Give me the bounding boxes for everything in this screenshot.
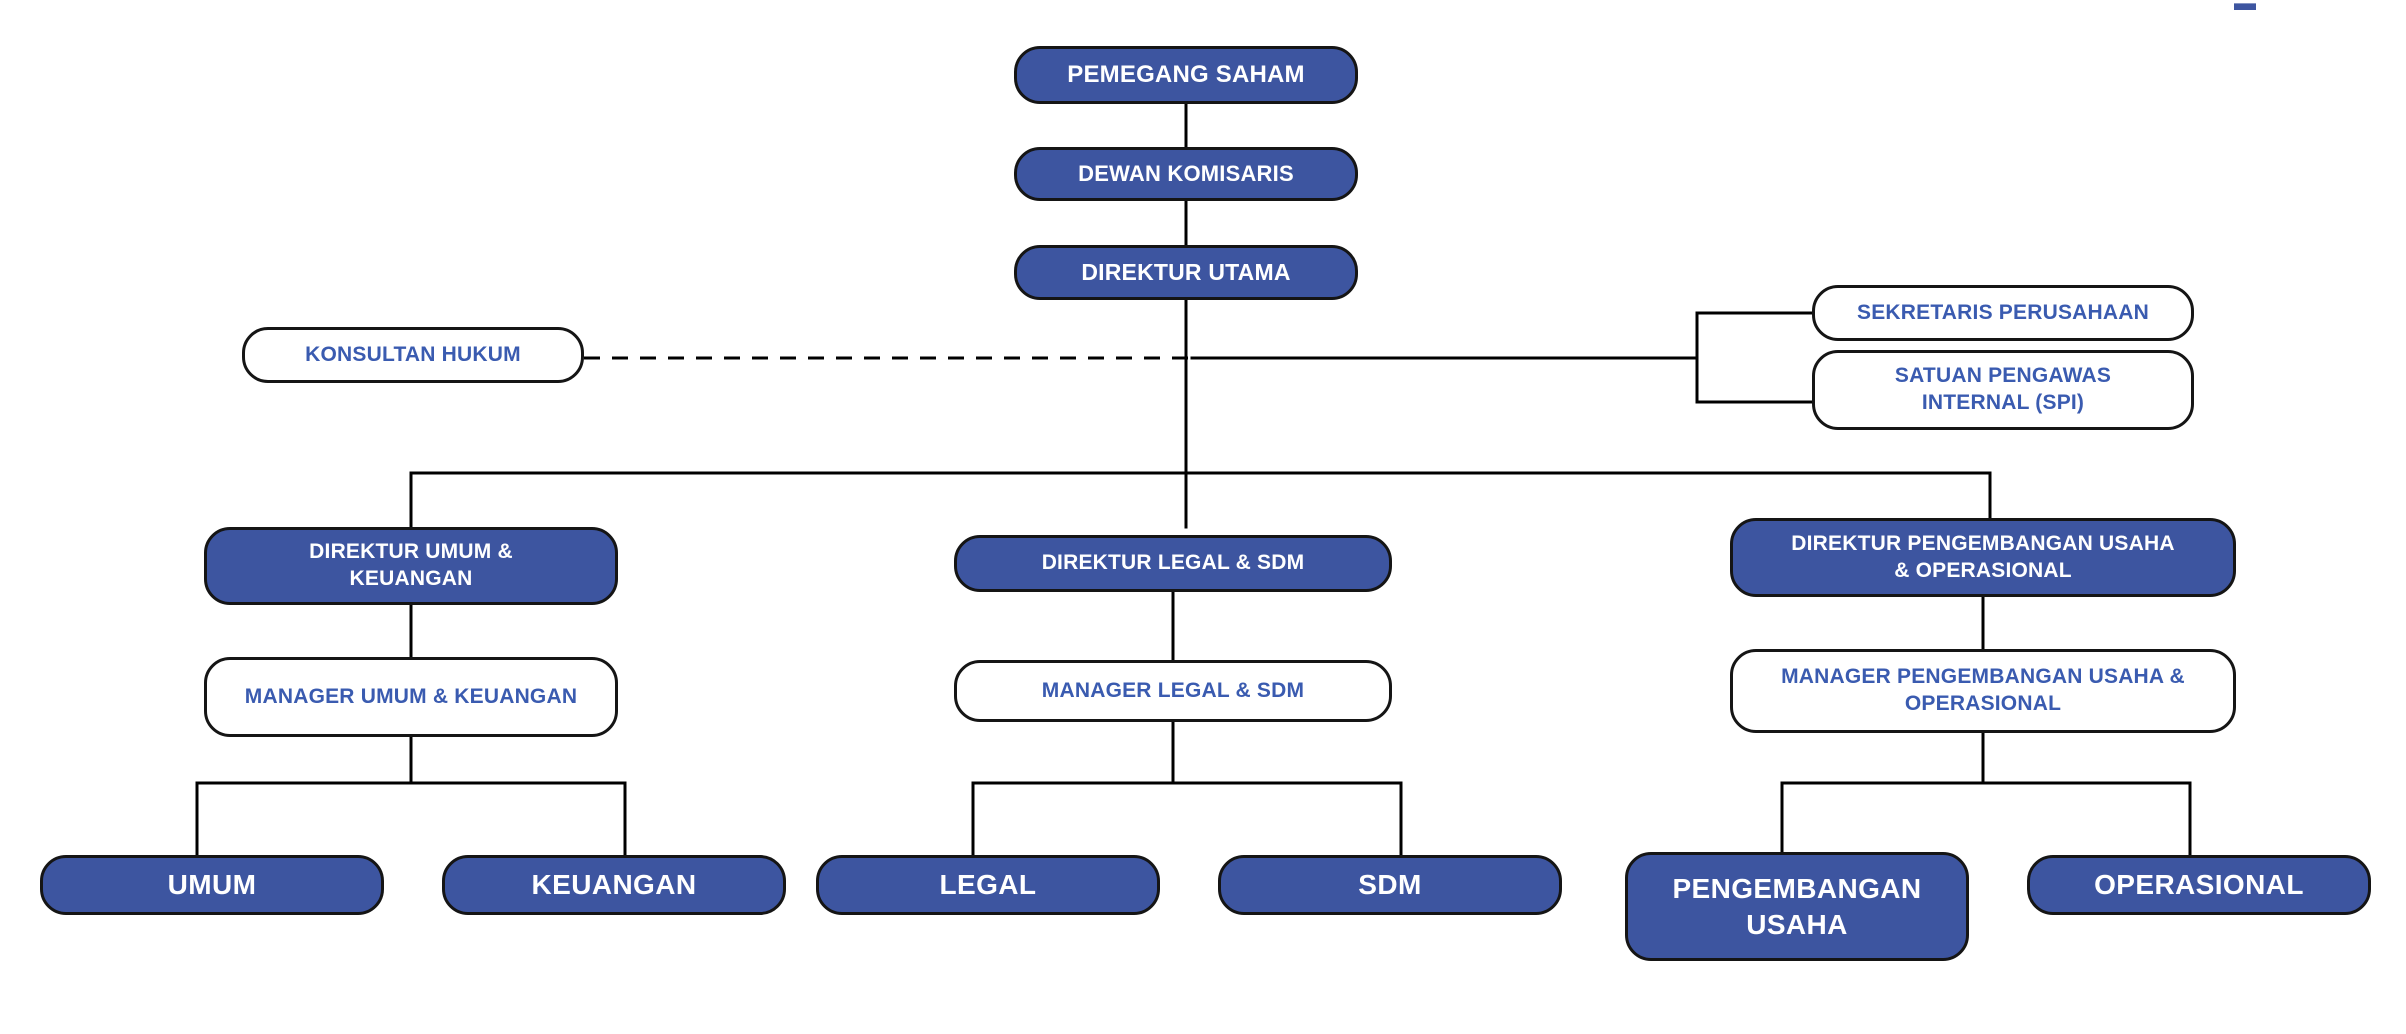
- org-node-label: DIREKTUR UMUM & KEUANGAN: [309, 540, 513, 590]
- org-node-dewan-komisaris[interactable]: DEWAN KOMISARIS: [1014, 147, 1358, 201]
- org-node-keuangan[interactable]: KEUANGAN: [442, 855, 786, 915]
- org-node-sekretaris-perusahaan[interactable]: SEKRETARIS PERUSAHAAN: [1812, 285, 2194, 341]
- page-edge-fragment: ▬: [2234, 0, 2256, 15]
- org-node-label: MANAGER LEGAL & SDM: [1041, 678, 1305, 702]
- org-node-label: KONSULTAN HUKUM: [305, 342, 521, 366]
- org-node-manager-umum-keuangan[interactable]: MANAGER UMUM & KEUANGAN: [204, 657, 618, 737]
- org-node-label: PEMEGANG SAHAM: [1067, 60, 1305, 88]
- org-node-label: MANAGER PENGEMBANGAN USAHA & OPERASIONAL: [1781, 665, 2185, 715]
- org-node-pemegang-saham[interactable]: PEMEGANG SAHAM: [1014, 46, 1358, 104]
- org-node-direktur-legal-sdm[interactable]: DIREKTUR LEGAL & SDM: [954, 535, 1392, 592]
- org-node-manager-legal-sdm[interactable]: MANAGER LEGAL & SDM: [954, 660, 1392, 722]
- solid-connectors: [195, 102, 2192, 857]
- org-node-direktur-umum-keuangan[interactable]: DIREKTUR UMUM & KEUANGAN: [204, 527, 618, 605]
- org-node-umum[interactable]: UMUM: [40, 855, 384, 915]
- org-node-label: SEKRETARIS PERUSAHAAN: [1856, 300, 2149, 324]
- org-node-satuan-pengawas-internal[interactable]: SATUAN PENGAWAS INTERNAL (SPI): [1812, 350, 2194, 430]
- org-node-legal[interactable]: LEGAL: [816, 855, 1160, 915]
- org-node-label: DEWAN KOMISARIS: [1078, 160, 1294, 186]
- org-node-operasional[interactable]: OPERASIONAL: [2027, 855, 2371, 915]
- org-node-label: SATUAN PENGAWAS INTERNAL (SPI): [1894, 364, 2112, 414]
- org-node-direktur-utama[interactable]: DIREKTUR UTAMA: [1014, 245, 1358, 300]
- org-node-label: DIREKTUR UTAMA: [1081, 258, 1291, 285]
- org-node-label: SDM: [1358, 869, 1422, 901]
- org-node-label: MANAGER UMUM & KEUANGAN: [244, 684, 578, 708]
- org-node-label: DIREKTUR PENGEMBANGAN USAHA & OPERASIONA…: [1791, 531, 2175, 582]
- org-node-konsultan-hukum[interactable]: KONSULTAN HUKUM: [242, 327, 584, 383]
- org-node-direktur-pengembangan-usaha-operasional[interactable]: DIREKTUR PENGEMBANGAN USAHA & OPERASIONA…: [1730, 518, 2236, 597]
- org-node-label: OPERASIONAL: [2094, 869, 2304, 901]
- org-node-label: UMUM: [167, 869, 257, 901]
- org-node-label: KEUANGAN: [531, 869, 697, 901]
- org-node-pengembangan-usaha[interactable]: PENGEMBANGAN USAHA: [1625, 852, 1969, 961]
- org-node-sdm[interactable]: SDM: [1218, 855, 1562, 915]
- org-node-label: PENGEMBANGAN USAHA: [1672, 872, 1922, 940]
- org-node-label: DIREKTUR LEGAL & SDM: [1041, 551, 1305, 575]
- org-node-manager-pengembangan-usaha-operasional[interactable]: MANAGER PENGEMBANGAN USAHA & OPERASIONAL: [1730, 649, 2236, 733]
- org-node-label: LEGAL: [939, 869, 1037, 901]
